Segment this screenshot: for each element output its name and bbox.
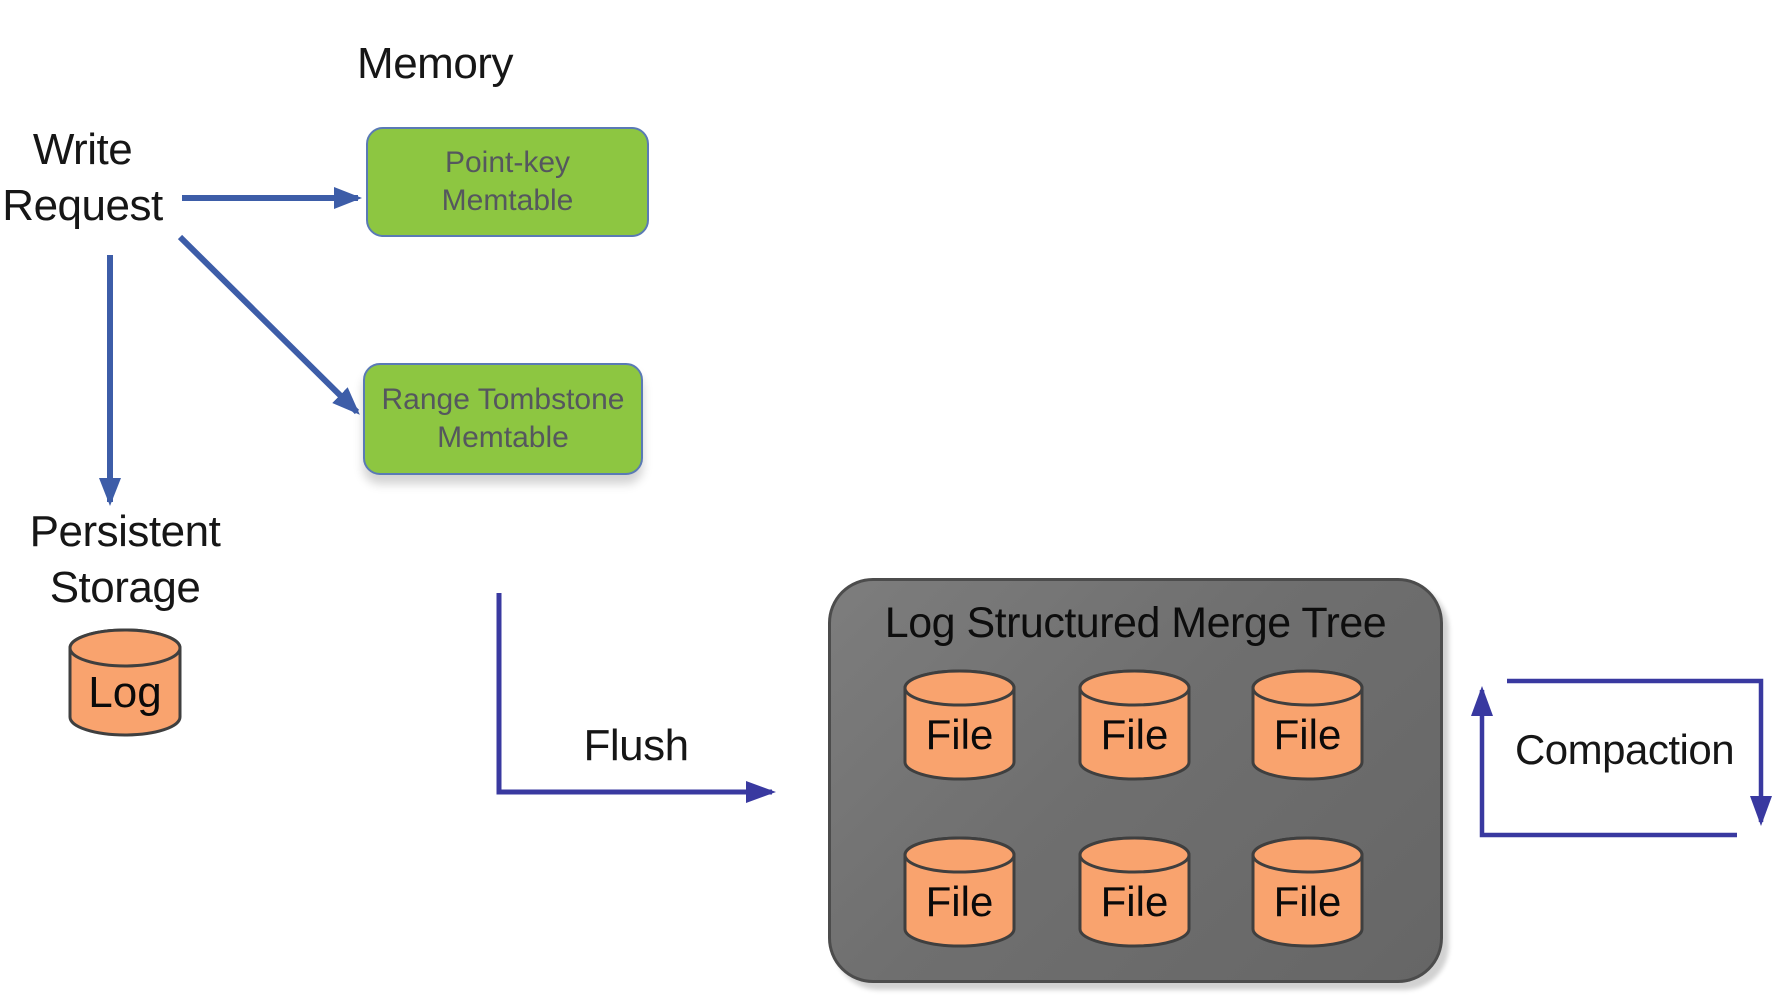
cylinder-shape xyxy=(1078,669,1191,781)
file-label: File xyxy=(1100,710,1169,758)
cylinder-shape xyxy=(68,628,182,737)
cylinder-shape xyxy=(1251,669,1364,781)
file-cylinder: File xyxy=(1078,669,1191,781)
file-cylinder: File xyxy=(1078,836,1191,948)
file-cylinder: File xyxy=(1251,669,1364,781)
file-label: File xyxy=(1273,710,1342,758)
file-label: File xyxy=(925,710,994,758)
file-cylinder: File xyxy=(903,669,1016,781)
log-cylinder: Log xyxy=(68,628,182,737)
file-label: File xyxy=(1273,877,1342,925)
cylinder-shape xyxy=(903,836,1016,948)
flush-label: Flush xyxy=(583,721,689,770)
write-to-rangetombstone-arrow xyxy=(177,234,360,415)
memory-label: Memory xyxy=(357,39,513,88)
log-label: Log xyxy=(88,667,162,717)
cylinder-shape xyxy=(1251,836,1364,948)
file-cylinder: File xyxy=(1251,836,1364,948)
lsm-tree-container: Log Structured Merge Tree File File File xyxy=(828,578,1443,983)
range-tombstone-memtable-box: Range Tombstone Memtable xyxy=(363,363,643,475)
point-key-memtable-box: Point-key Memtable xyxy=(366,127,649,237)
file-label: File xyxy=(1100,877,1169,925)
lsm-tree-title: Log Structured Merge Tree xyxy=(884,599,1387,647)
persistent-storage-label: Persistent Storage xyxy=(29,507,221,612)
point-key-memtable-label: Point-key Memtable xyxy=(441,146,574,217)
cylinder-shape xyxy=(903,669,1016,781)
write-request-label: Write Request xyxy=(2,125,163,230)
range-tombstone-memtable-label: Range Tombstone Memtable xyxy=(381,383,625,454)
compaction-label: Compaction xyxy=(1514,726,1735,773)
file-label: File xyxy=(925,877,994,925)
file-cylinder: File xyxy=(903,836,1016,948)
cylinder-shape xyxy=(1078,836,1191,948)
